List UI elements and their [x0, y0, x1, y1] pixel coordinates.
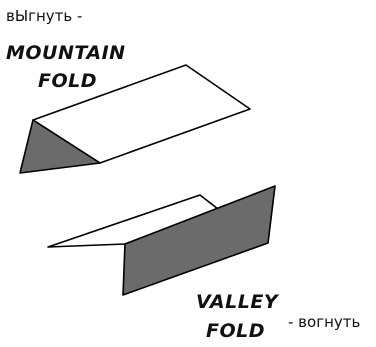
- mountain-fold-title-line1: MOUNTAIN: [6, 44, 126, 63]
- mountain-fold-title-line2: FOLD: [38, 72, 97, 91]
- valley-fold-title-line2: FOLD: [206, 322, 265, 341]
- valley-fold-shape: [48, 186, 275, 295]
- valley-fold-title-line1: VALLEY: [196, 293, 278, 312]
- mountain-fold-russian-note: вЫгнуть -: [6, 9, 82, 24]
- valley-fold-russian-note: - вогнуть: [288, 315, 360, 330]
